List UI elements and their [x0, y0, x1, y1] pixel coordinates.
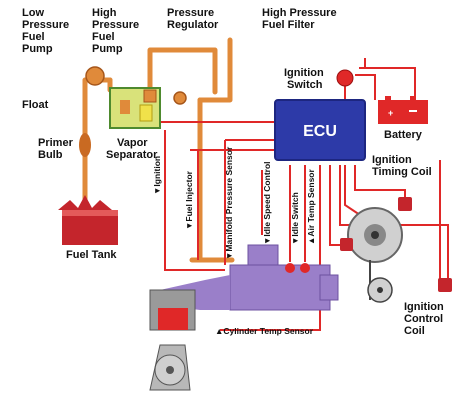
label-low-pressure-pump-3: Fuel — [22, 31, 45, 43]
signal-ignition: ▼Ignition — [152, 156, 162, 195]
low-pressure-pump — [85, 66, 105, 86]
signal-fuel-injector: ▼Fuel Injector — [184, 170, 194, 230]
wire-timing-1 — [344, 165, 361, 216]
label-low-pressure-pump-1: Low — [22, 7, 44, 19]
signal-air-temp: ▲Air Temp Sensor — [306, 169, 316, 245]
label-primer-bulb-1: Primer — [38, 137, 74, 149]
ignition-switch — [336, 58, 371, 87]
pressure-regulator — [173, 91, 187, 105]
label-vapor-separator-1: Vapor — [117, 137, 148, 149]
ignition-timing-coil — [340, 197, 412, 263]
cylinder — [149, 289, 196, 391]
label-timing-coil-1: Ignition — [372, 154, 412, 166]
signal-labels: ▼Ignition ▼Fuel Injector ▼Manifold Press… — [152, 146, 316, 260]
battery: + — [378, 96, 428, 124]
label-fuel-filter-2: Fuel Filter — [262, 19, 315, 31]
label-pressure-regulator-2: Regulator — [167, 19, 219, 31]
label-ignition-switch-1: Ignition — [284, 67, 324, 79]
battery-plus-label: + — [388, 108, 393, 118]
label-fuel-filter-1: High Pressure — [262, 7, 337, 19]
label-high-pressure-pump-3: Fuel — [92, 31, 115, 43]
primer-to-lowpump-line — [82, 77, 113, 143]
label-low-pressure-pump-4: Pump — [22, 43, 53, 55]
label-low-pressure-pump-2: Pressure — [22, 19, 69, 31]
ecu-box: ECU — [274, 99, 366, 161]
label-timing-coil-2: Timing Coil — [372, 166, 432, 178]
wire-battery-2 — [365, 67, 416, 100]
highpump-to-regulator-line — [147, 47, 218, 98]
label-vapor-separator-2: Separator — [106, 149, 158, 161]
label-pressure-regulator-1: Pressure — [167, 7, 214, 19]
labels: Low Pressure Fuel Pump High Pressure Fue… — [22, 7, 444, 337]
primer-bulb — [79, 133, 91, 157]
label-high-pressure-pump-1: High — [92, 7, 117, 19]
label-control-coil-3: Coil — [404, 325, 425, 337]
label-fuel-tank: Fuel Tank — [66, 249, 117, 261]
ecu-label: ECU — [303, 123, 337, 140]
label-float: Float — [22, 99, 49, 111]
label-cylinder-temp: ▲Cylinder Temp Sensor — [215, 326, 314, 336]
label-ignition-switch-2: Switch — [287, 79, 323, 91]
label-control-coil-2: Control — [404, 313, 443, 325]
high-pressure-pump — [143, 89, 157, 103]
fuel-tank — [58, 195, 118, 245]
signal-idle-speed: ▼Idle Speed Control — [262, 161, 272, 245]
label-primer-bulb-2: Bulb — [38, 149, 63, 161]
label-battery: Battery — [384, 129, 423, 141]
signal-manifold-pressure: ▼Manifold Pressure Sensor — [224, 146, 234, 260]
label-high-pressure-pump-2: Pressure — [92, 19, 139, 31]
wire-cylinder-temp — [220, 165, 321, 331]
label-high-pressure-pump-4: Pump — [92, 43, 123, 55]
filter-line — [197, 37, 233, 103]
label-control-coil-1: Ignition — [404, 301, 444, 313]
wire-battery-1 — [355, 74, 376, 100]
wire-timing-3 — [329, 165, 342, 246]
signal-idle-switch: ▼Idle Switch — [290, 192, 300, 245]
ignition-control-coil — [367, 260, 452, 303]
wire-ignition — [164, 130, 225, 271]
